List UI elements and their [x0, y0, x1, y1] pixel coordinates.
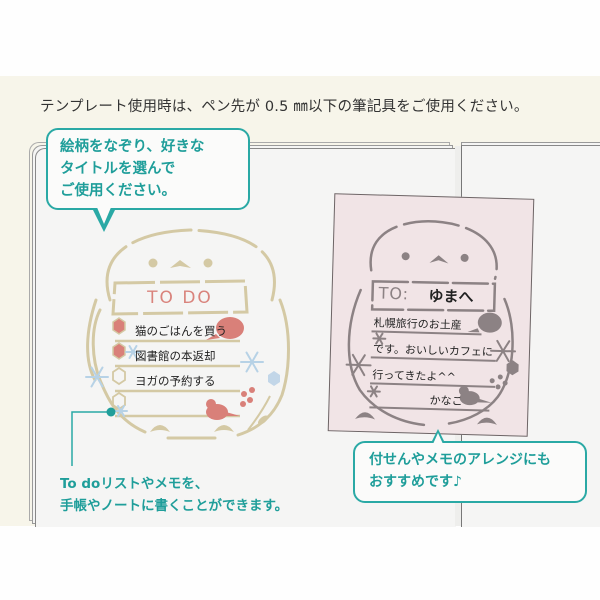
note-signature: かなこ: [429, 393, 463, 408]
todo-item-2: 図書館の本返却: [135, 349, 216, 363]
svg-text:TO DO: TO DO: [146, 288, 213, 308]
speech-bubble-trace: 絵柄をなぞり、好きな タイトルを選んで ご使用ください。: [46, 128, 250, 232]
bubble-tail: [92, 205, 116, 232]
bubble-bottom-line-1: 付せんやメモのアレンジにも: [369, 452, 551, 468]
bubble-top-line-3: ご使用ください。: [60, 183, 176, 199]
speech-bubble-arrange: 付せんやメモのアレンジにも おすすめです♪: [353, 429, 587, 503]
bubble-top-line-1: 絵柄をなぞり、好きな: [60, 139, 205, 155]
to-label: TO:: [378, 283, 410, 304]
note-line-2: です。おいしいカフェに: [372, 342, 494, 359]
bubble-bottom-line-2: おすすめです♪: [369, 474, 462, 490]
todo-item-3: ヨガの予約する: [135, 374, 216, 388]
sticky-note-stencil: [345, 220, 519, 427]
todo-caption: To doリストやメモを、 手帳やノートに書くことができます。: [60, 473, 320, 517]
note-line-1: 札幌旅行のお土産: [373, 316, 462, 332]
caption-line-1: To doリストやメモを、: [60, 476, 209, 492]
todo-item-1: 猫のごはんを買う: [135, 324, 227, 338]
bubble-tail: [431, 429, 445, 444]
sticky-note: TO: ゆまへ 札幌旅行のお土産 です。おいしいカフェに 行ってきたよ^^ かな…: [327, 193, 535, 437]
usage-notice: テンプレート使用時は、ペン先が 0.5 ㎜以下の筆記具をご使用ください。: [40, 99, 529, 115]
caption-line-2: 手帳やノートに書くことができます。: [60, 498, 289, 514]
note-line-3: 行ってきたよ^^: [372, 368, 457, 384]
bubble-top-line-2: タイトルを選んで: [60, 161, 176, 177]
to-name: ゆまへ: [428, 286, 474, 307]
